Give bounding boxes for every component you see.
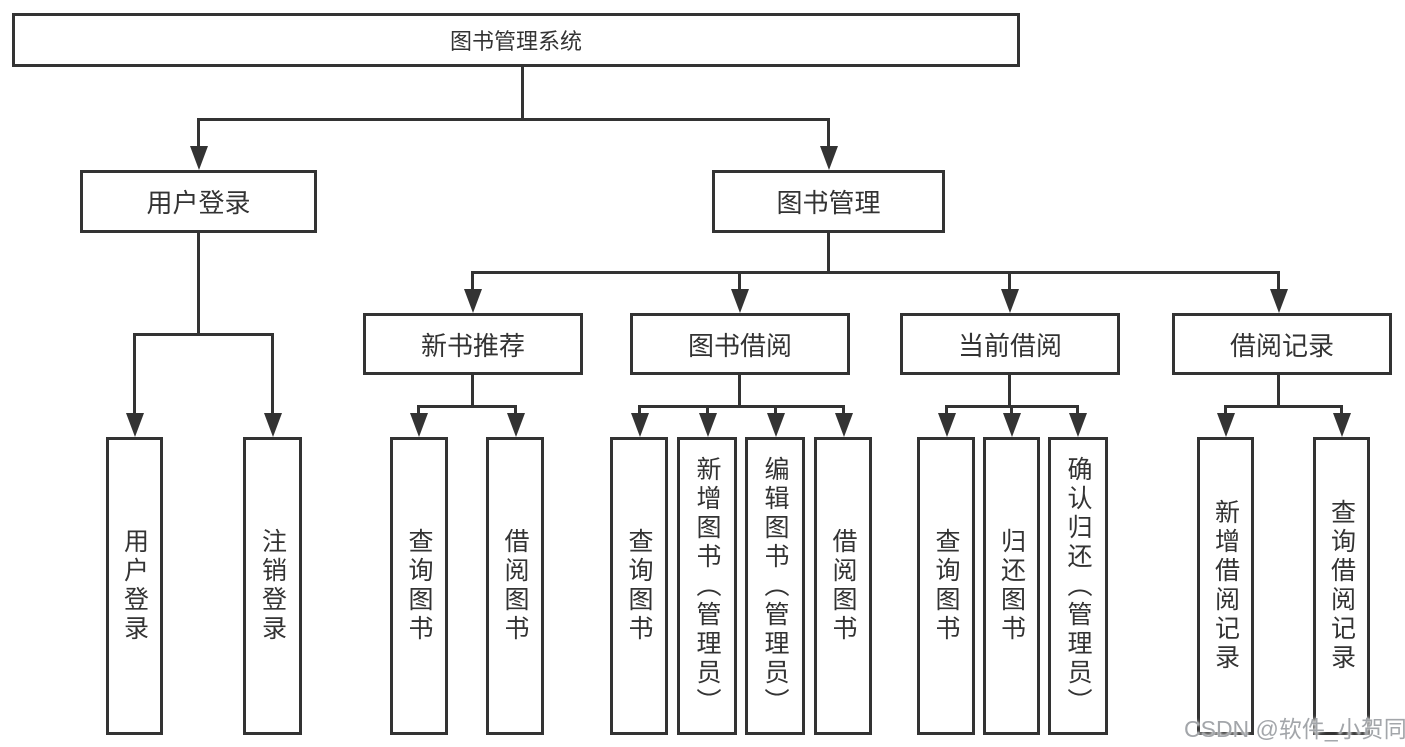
node-book-management: 图书管理 <box>712 170 945 233</box>
node-user-login-branch: 用户登录 <box>80 170 317 233</box>
leaf-query-books-current: 查询图书 <box>917 437 975 735</box>
connector-login-drop-2 <box>271 333 274 415</box>
connector-borrowing-drop-3 <box>774 405 777 415</box>
leaf-confirm-return-admin-label: 确认归还（管理员） <box>1064 455 1092 717</box>
node-new-book-recommend: 新书推荐 <box>363 313 583 375</box>
arrowhead-icon <box>410 413 428 437</box>
connector-recommend-drop-2 <box>514 405 517 415</box>
connector-current-stem <box>1008 375 1011 405</box>
node-library-system: 图书管理系统 <box>12 13 1020 67</box>
leaf-edit-books-admin-label: 编辑图书（管理员） <box>761 455 789 717</box>
connector-current-drop-3 <box>1076 405 1079 415</box>
connector-mgmt-drop-2 <box>738 271 741 289</box>
connector-records-drop-1 <box>1224 405 1227 415</box>
arrowhead-icon <box>731 289 749 313</box>
leaf-logout: 注销登录 <box>243 437 302 735</box>
leaf-query-books-recommend-label: 查询图书 <box>405 528 433 644</box>
arrowhead-icon <box>190 146 208 170</box>
arrowhead-icon <box>835 413 853 437</box>
connector-login-stem <box>197 233 200 333</box>
arrowhead-icon <box>1003 413 1021 437</box>
connector-records-stem <box>1277 375 1280 405</box>
leaf-return-books: 归还图书 <box>983 437 1040 735</box>
connector-borrowing-drop-2 <box>706 405 709 415</box>
connector-mgmt-rail <box>471 271 1280 274</box>
arrowhead-icon <box>1217 413 1235 437</box>
leaf-add-borrow-record-label: 新增借阅记录 <box>1211 499 1240 673</box>
arrowhead-icon <box>767 413 785 437</box>
leaf-return-books-label: 归还图书 <box>997 528 1026 644</box>
arrowhead-icon <box>1069 413 1087 437</box>
arrowhead-icon <box>938 413 956 437</box>
connector-mgmt-drop-1 <box>471 271 474 289</box>
connector-recommend-rail <box>417 405 517 408</box>
connector-mgmt-drop-3 <box>1008 271 1011 289</box>
connector-recommend-stem <box>471 375 474 405</box>
arrowhead-icon <box>1001 289 1019 313</box>
connector-mgmt-stem <box>827 233 830 271</box>
leaf-query-books-borrowing: 查询图书 <box>610 437 668 735</box>
leaf-add-borrow-record: 新增借阅记录 <box>1197 437 1254 735</box>
node-current-borrowing: 当前借阅 <box>900 313 1120 375</box>
leaf-confirm-return-admin: 确认归还（管理员） <box>1048 437 1108 735</box>
leaf-borrow-books: 借阅图书 <box>814 437 872 735</box>
leaf-edit-books-admin: 编辑图书（管理员） <box>745 437 805 735</box>
arrowhead-icon <box>1270 289 1288 313</box>
connector-borrowing-drop-4 <box>842 405 845 415</box>
connector-records-rail <box>1224 405 1342 408</box>
arrowhead-icon <box>699 413 717 437</box>
connector-mgmt-drop-4 <box>1277 271 1280 289</box>
leaf-borrow-books-recommend: 借阅图书 <box>486 437 544 735</box>
leaf-add-books-admin: 新增图书（管理员） <box>677 437 737 735</box>
connector-current-drop-1 <box>945 405 948 415</box>
leaf-user-login-label: 用户登录 <box>120 528 149 644</box>
connector-borrowing-stem <box>738 375 741 405</box>
leaf-query-books-borrowing-label: 查询图书 <box>625 528 653 644</box>
connector-borrowing-drop-1 <box>638 405 641 415</box>
node-book-borrowing: 图书借阅 <box>630 313 850 375</box>
connector-current-drop-2 <box>1010 405 1013 415</box>
connector-records-drop-2 <box>1340 405 1343 415</box>
leaf-borrow-books-recommend-label: 借阅图书 <box>501 528 529 644</box>
leaf-query-borrow-record-label: 查询借阅记录 <box>1327 499 1356 673</box>
connector-root-stem <box>521 67 524 118</box>
leaf-query-borrow-record: 查询借阅记录 <box>1313 437 1370 735</box>
leaf-query-books-recommend: 查询图书 <box>390 437 448 735</box>
leaf-borrow-books-label: 借阅图书 <box>829 528 857 644</box>
node-borrowing-records: 借阅记录 <box>1172 313 1392 375</box>
connector-root-drop-left <box>197 118 200 148</box>
csdn-watermark: CSDN @软件_小贺同学 <box>1184 716 1405 742</box>
arrowhead-icon <box>126 413 144 437</box>
connector-login-rail <box>133 333 274 336</box>
arrowhead-icon <box>1333 413 1351 437</box>
leaf-query-books-current-label: 查询图书 <box>932 528 960 644</box>
arrowhead-icon <box>464 289 482 313</box>
arrowhead-icon <box>507 413 525 437</box>
leaf-add-books-admin-label: 新增图书（管理员） <box>693 455 721 717</box>
connector-root-rail <box>197 118 830 121</box>
arrowhead-icon <box>631 413 649 437</box>
arrowhead-icon <box>264 413 282 437</box>
connector-root-drop-right <box>827 118 830 148</box>
connector-borrowing-rail <box>638 405 845 408</box>
connector-recommend-drop-1 <box>417 405 420 415</box>
connector-login-drop-1 <box>133 333 136 415</box>
leaf-user-login: 用户登录 <box>106 437 163 735</box>
leaf-logout-label: 注销登录 <box>258 528 287 644</box>
arrowhead-icon <box>820 146 838 170</box>
